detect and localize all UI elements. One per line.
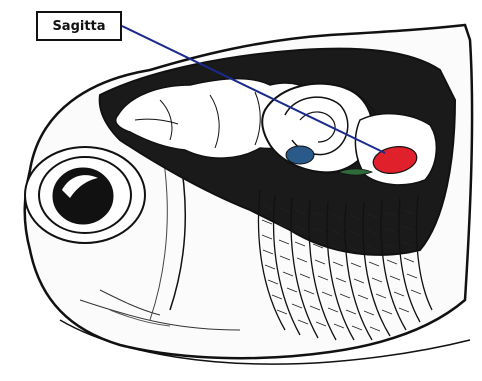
eye: [25, 147, 145, 243]
lapillus-otolith: [286, 146, 314, 164]
sagitta-label: Sagitta: [36, 11, 122, 41]
sagitta-label-text: Sagitta: [52, 19, 105, 34]
